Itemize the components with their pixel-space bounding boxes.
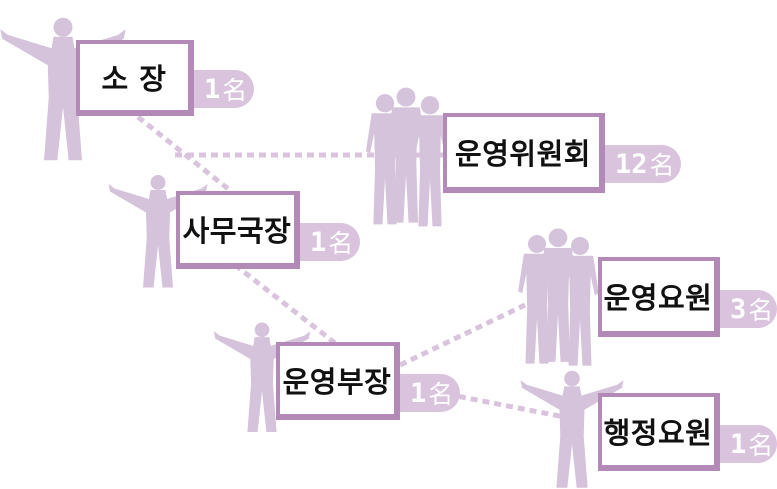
count-number: 1 (410, 377, 427, 409)
node-label-unyeong-wiwonhoe: 운영위원회 (455, 137, 591, 171)
node-label-samu-gukjang: 사무국장 (182, 214, 292, 248)
node-box-unyeong-wiwonhoe: 운영위원회 (443, 113, 605, 193)
node-box-samu-gukjang: 사무국장 (176, 191, 300, 269)
node-label-unyeong-bujang: 운영부장 (282, 365, 392, 399)
count-number: 12 (615, 148, 648, 180)
count-unit: 名 (649, 151, 675, 180)
node-label-haengjeong-yowon: 행정요원 (603, 416, 713, 450)
node-box-haengjeong-yowon: 행정요원 (598, 393, 720, 471)
group-silhouette-unyeong-yowon (518, 228, 599, 366)
connector-samu-gukjang-unyeong-bujang (233, 263, 337, 345)
node-label-unyeong-yowon: 운영요원 (603, 281, 713, 315)
node-box-sojang: 소 장 (76, 40, 194, 116)
count-number: 1 (310, 226, 327, 258)
count-number: 1 (204, 73, 221, 105)
count-unit: 名 (222, 76, 248, 105)
count-number: 3 (730, 293, 747, 325)
connector-sojang-samu-gukjang (136, 115, 234, 194)
count-unit: 名 (328, 229, 354, 258)
count-unit: 名 (748, 296, 774, 325)
count-number: 1 (730, 428, 747, 460)
node-box-unyeong-bujang: 운영부장 (276, 342, 400, 420)
node-label-sojang: 소 장 (101, 62, 167, 96)
connector-unyeong-bujang-unyeong-yowon (398, 302, 527, 368)
count-unit: 名 (748, 431, 774, 460)
count-unit: 名 (428, 380, 454, 409)
node-box-unyeong-yowon: 운영요원 (598, 257, 720, 337)
group-silhouette-unyeong-wiwonhoe (365, 87, 450, 227)
